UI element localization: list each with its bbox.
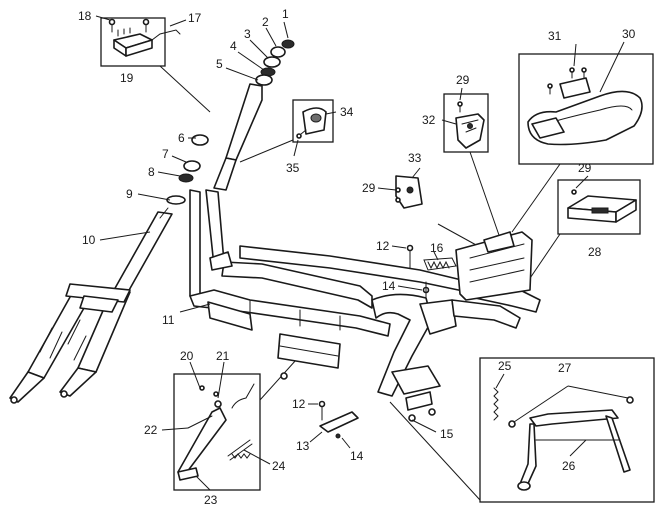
callout-32: 32 — [422, 113, 436, 127]
callout-28: 28 — [588, 245, 602, 259]
controller-part — [567, 189, 637, 223]
callout-1: 1 — [282, 7, 289, 21]
callout-31: 31 — [548, 29, 562, 43]
callout-8: 8 — [148, 165, 155, 179]
callout-9: 9 — [126, 187, 133, 201]
callout-22: 22 — [144, 423, 158, 437]
callout-12-upper: 12 — [376, 239, 390, 253]
main-frame-part — [189, 83, 541, 422]
callout-29-bracket: 29 — [362, 181, 376, 195]
callout-23: 23 — [204, 493, 218, 507]
mount-bracket-part — [455, 101, 485, 149]
callout-17: 17 — [188, 11, 202, 25]
callout-3: 3 — [244, 27, 251, 41]
callout-30: 30 — [622, 27, 636, 41]
bearing-stack — [178, 39, 295, 183]
leader-lines — [159, 65, 561, 501]
callout-24: 24 — [272, 459, 286, 473]
callout-6: 6 — [178, 131, 185, 145]
callout-29-mount: 29 — [456, 73, 470, 87]
callout-leaders — [95, 15, 629, 491]
callout-7: 7 — [162, 147, 169, 161]
callout-27: 27 — [558, 361, 572, 375]
callout-33: 33 — [408, 151, 422, 165]
callout-16: 16 — [430, 241, 444, 255]
callout-29-controller: 29 — [578, 161, 592, 175]
callout-34: 34 — [340, 105, 354, 119]
callout-12-lower: 12 — [292, 397, 306, 411]
callout-11: 11 — [162, 313, 175, 327]
callout-26: 26 — [562, 459, 576, 473]
callout-10: 10 — [82, 233, 96, 247]
center-stand-part — [493, 387, 634, 491]
callout-2: 2 — [262, 15, 269, 29]
callout-15: 15 — [440, 427, 454, 441]
callout-4: 4 — [230, 39, 237, 53]
callout-21: 21 — [216, 349, 230, 363]
front-fork-part — [9, 195, 186, 404]
callout-18: 18 — [78, 9, 92, 23]
ecu-bracket-part — [108, 18, 181, 57]
callout-25: 25 — [498, 359, 512, 373]
callout-35: 35 — [286, 161, 300, 175]
callout-20: 20 — [180, 349, 194, 363]
callout-19: 19 — [120, 71, 134, 85]
inset-box-center-stand — [479, 357, 655, 503]
callout-5: 5 — [216, 57, 223, 71]
callout-14-upper: 14 — [382, 279, 396, 293]
callout-13: 13 — [296, 439, 310, 453]
callout-labels: 1 2 3 4 5 6 7 8 9 10 11 12 12 13 14 14 1… — [78, 7, 636, 507]
sensor-bracket-part — [296, 107, 327, 139]
callout-14-lower: 14 — [350, 449, 364, 463]
grab-rail-part — [527, 67, 643, 146]
fastener-parts — [318, 175, 457, 439]
